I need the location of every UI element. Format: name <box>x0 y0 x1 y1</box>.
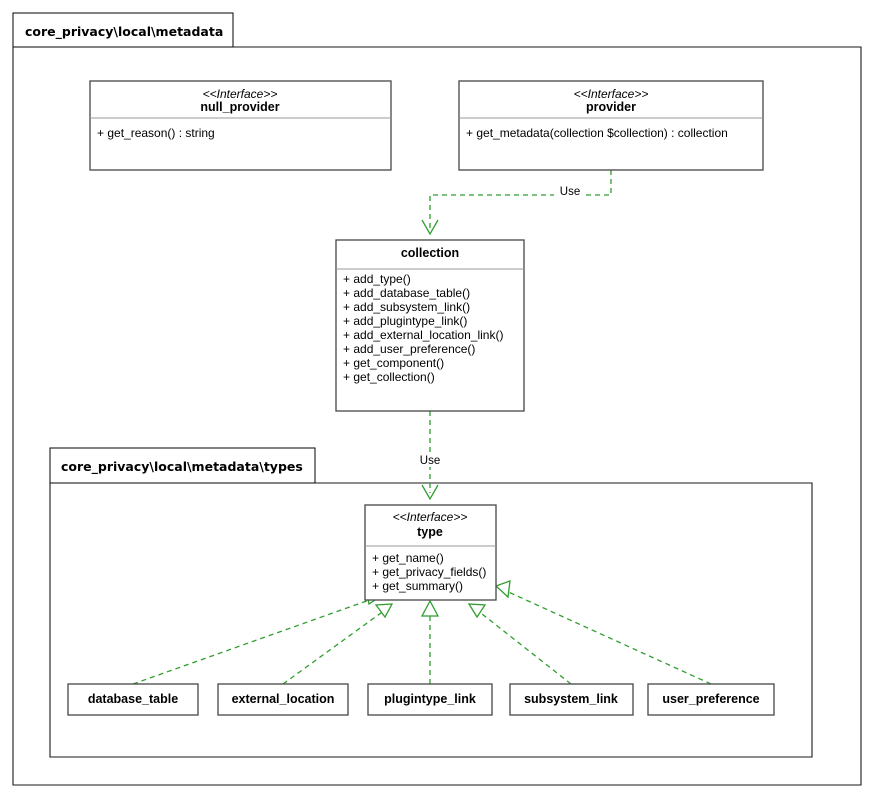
edge-user_preference-realizes-type-arrowhead <box>494 580 511 599</box>
class-type[interactable]: <<Interface>> type + get_name() + get_pr… <box>364 504 497 601</box>
edge-provider-uses-collection: Use <box>421 170 612 236</box>
class-external_location-name: external_location <box>232 692 335 706</box>
class-plugintype_link[interactable]: plugintype_link <box>367 683 493 716</box>
class-collection-member: + add_external_location_link() <box>343 328 503 342</box>
class-database_table[interactable]: database_table <box>67 683 199 716</box>
package-inner-tab <box>49 447 316 484</box>
edge-collection-uses-type-label-bg <box>414 452 446 467</box>
edge-subsystem_link-realizes-type <box>467 603 572 685</box>
class-collection-member: + add_subsystem_link() <box>343 300 470 314</box>
edge-user_preference-realizes-type-line <box>503 589 712 685</box>
class-collection[interactable]: collection + add_type() + add_database_t… <box>335 239 525 412</box>
edge-subsystem_link-realizes-type-arrowhead <box>467 603 487 619</box>
class-provider-stereotype: <<Interface>> <box>574 87 649 101</box>
class-subsystem_link-box[interactable] <box>509 683 634 716</box>
class-user_preference-box[interactable] <box>647 683 775 716</box>
package-outer-tab <box>12 12 234 48</box>
package-outer-border <box>12 46 862 786</box>
class-null_provider[interactable]: <<Interface>> null_provider + get_reason… <box>89 80 392 171</box>
class-collection-member: + add_type() <box>343 272 411 286</box>
class-provider-member: + get_metadata(collection $collection) :… <box>466 126 728 140</box>
edge-external_location-realizes-type-arrowhead <box>374 603 394 619</box>
edge-collection-uses-type-arrowhead <box>421 484 439 501</box>
edge-provider-uses-collection-label-bg <box>554 183 586 198</box>
class-database_table-box[interactable] <box>67 683 199 716</box>
edge-subsystem_link-realizes-type-line <box>476 609 572 685</box>
package-outer-label: core_privacy\local\metadata <box>25 24 223 40</box>
class-collection-member: + get_collection() <box>343 370 435 384</box>
edge-user_preference-realizes-type <box>494 580 712 685</box>
class-provider[interactable]: <<Interface>> provider + get_metadata(co… <box>458 80 764 171</box>
class-null_provider-member: + get_reason() : string <box>97 126 215 140</box>
class-null_provider-stereotype: <<Interface>> <box>203 87 278 101</box>
class-type-stereotype: <<Interface>> <box>393 510 468 524</box>
class-plugintype_link-name: plugintype_link <box>384 692 476 706</box>
class-type-member: + get_name() <box>372 551 444 565</box>
class-null_provider-name: null_provider <box>200 100 279 114</box>
edge-provider-uses-collection-line <box>429 170 612 228</box>
class-provider-name: provider <box>586 100 636 114</box>
class-plugintype_link-box[interactable] <box>367 683 493 716</box>
class-collection-member: + add_plugintype_link() <box>343 314 467 328</box>
package-inner: core_privacy\local\metadata\types <box>49 447 813 758</box>
class-type-box[interactable] <box>364 504 497 601</box>
package-inner-label: core_privacy\local\metadata\types <box>61 459 303 475</box>
package-inner-border <box>49 482 813 758</box>
edge-external_location-realizes-type-line <box>282 609 386 685</box>
edge-database_table-realizes-type-line <box>132 597 376 685</box>
class-collection-member: + get_component() <box>343 356 444 370</box>
class-user_preference-name: user_preference <box>662 692 759 706</box>
class-collection-name: collection <box>401 246 459 260</box>
edge-external_location-realizes-type <box>282 603 394 685</box>
class-collection-member: + add_user_preference() <box>343 342 475 356</box>
class-provider-box[interactable] <box>458 80 764 171</box>
package-outer: core_privacy\local\metadata <box>12 12 862 786</box>
class-subsystem_link-name: subsystem_link <box>524 692 618 706</box>
class-type-name: type <box>417 525 443 539</box>
class-type-member: + get_summary() <box>372 579 463 593</box>
class-database_table-name: database_table <box>88 692 178 706</box>
class-user_preference[interactable]: user_preference <box>647 683 775 716</box>
edge-provider-uses-collection-arrowhead <box>421 219 439 236</box>
edge-plugintype_link-realizes-type <box>420 599 440 684</box>
edge-collection-uses-type: Use <box>414 411 446 501</box>
class-subsystem_link[interactable]: subsystem_link <box>509 683 634 716</box>
class-type-member: + get_privacy_fields() <box>372 565 486 579</box>
edge-plugintype_link-realizes-type-arrowhead <box>420 599 440 617</box>
class-external_location[interactable]: external_location <box>217 683 349 716</box>
edge-collection-uses-type-label: Use <box>420 455 440 467</box>
edge-database_table-realizes-type <box>132 586 383 685</box>
edge-provider-uses-collection-label: Use <box>560 186 580 198</box>
class-collection-member: + add_database_table() <box>343 286 470 300</box>
class-null_provider-box[interactable] <box>89 80 392 171</box>
class-external_location-box[interactable] <box>217 683 349 716</box>
